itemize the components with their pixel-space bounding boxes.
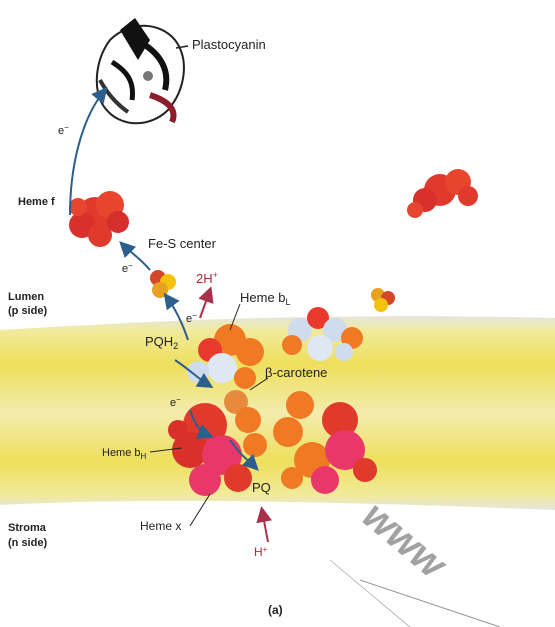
h-plus-label: H+ [254,545,268,559]
fe-s-center-label: Fe-S center [148,236,217,251]
beta-carotene-label: β-carotene [265,365,327,380]
lumen-label: Lumen [8,291,44,303]
fe-s-cluster-right [371,288,395,312]
fe-s-cluster-left [150,270,176,298]
two-h-plus-label: 2H+ [196,270,218,286]
detached-protein [407,169,478,218]
lumen-side-label: (p side) [8,305,47,317]
plastocyanin-label: Plastocyanin [192,37,266,52]
electron-label-1: e− [58,123,69,137]
watermark-text: www [354,493,456,589]
heme-f-label: Heme f [18,196,55,208]
panel-label: (a) [268,603,283,617]
thylakoid-membrane [0,316,555,510]
electron-label-2: e− [122,261,133,275]
plastocyanin-structure [97,18,188,123]
stroma-side-label: (n side) [8,537,47,549]
heme-f-protein [69,191,129,247]
stroma-label: Stroma [8,522,47,534]
watermark: www [330,493,500,627]
heme-bh-label: Heme bH [102,447,147,461]
pq-label: PQ [252,480,271,495]
heme-x-label: Heme x [140,519,181,533]
heme-bl-label: Heme bL [240,290,291,307]
